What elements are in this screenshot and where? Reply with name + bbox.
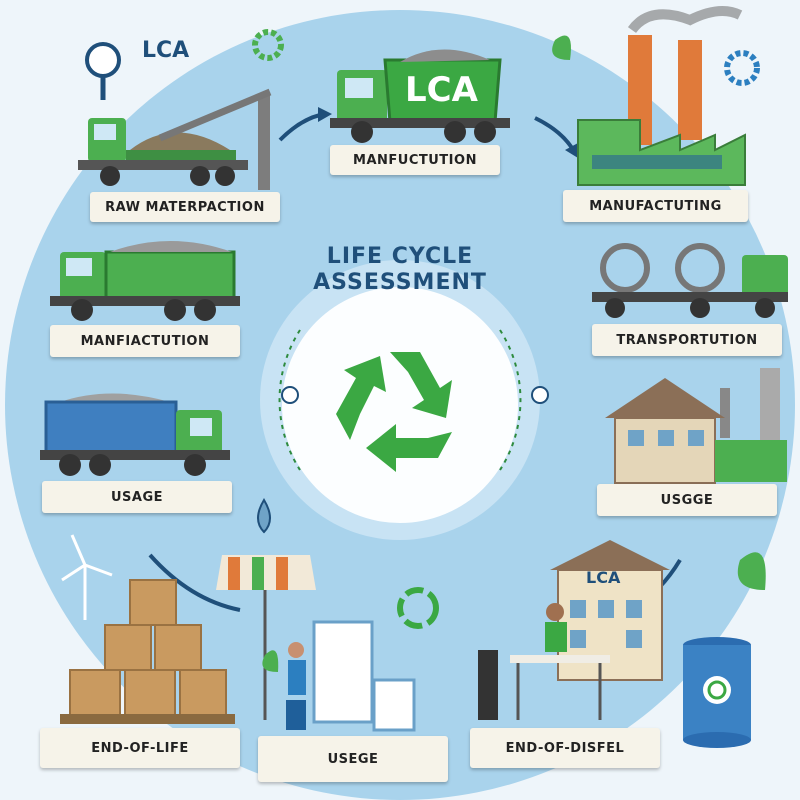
magnifier-icon [85,42,121,100]
raw-material-truck [78,88,272,190]
stage-label-manufacture-top: MANFUCTUTION [330,145,500,175]
leaf-icon [737,552,766,590]
stage-label-raw-material: RAW MATERPACTION [90,192,280,222]
transport-truck [592,243,788,318]
gear-icon [252,29,284,61]
recycle-bin-icon [683,637,751,748]
center-title: LIFE CYCLE ASSESSMENT [280,244,520,296]
wind-turbine-icon [61,534,113,620]
stage-label-usage-right: USGGE [597,484,777,516]
center-title-line1: LIFE CYCLE [326,244,474,269]
stage-label-end-of-life: END-OF-LIFE [40,728,240,768]
dump-truck-green [50,241,240,321]
recycle-icon [336,352,452,472]
stage-label-usage-left: USAGE [42,481,232,513]
building-sign: LCA [586,568,621,587]
recycle-icon [397,587,439,629]
stage-label-manufacturing: MANUFACTUTING [563,190,748,222]
stage-label-end-disposal: END-OF-DISFEL [470,728,660,768]
water-drop-icon [257,498,271,534]
factory [577,6,746,186]
leaf-icon [262,650,279,672]
truck-sign: LCA [405,70,478,110]
dump-truck-blue [40,393,230,476]
center-title-line2: ASSESSMENT [313,270,487,295]
leaf-icon [552,35,571,60]
boxes-stack [60,579,235,724]
house-industry [605,368,787,484]
stage-label-manufacture-left: MANFIACTUTION [50,325,240,357]
info-board [286,620,416,732]
lca-truck [330,49,510,143]
desk-worker [478,603,610,720]
stage-label-usage-bottom: USEGE [258,736,448,782]
gear-icon [724,50,760,86]
brand-logo-text: LCA [142,38,190,63]
stage-label-transportation: TRANSPORTUTION [592,324,782,356]
inner-circle [282,287,518,523]
